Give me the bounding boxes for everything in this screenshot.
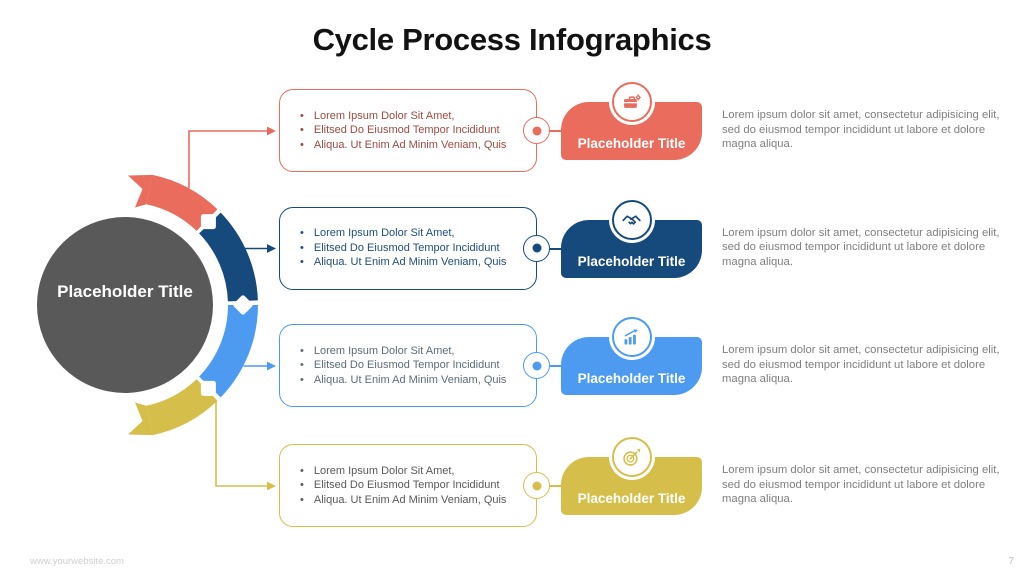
icon-circle xyxy=(608,79,655,125)
bullet-item: Elitsed Do Eiusmod Tempor Incididunt xyxy=(300,241,536,256)
connector-stub xyxy=(550,485,561,487)
step-badge: Placeholder Title xyxy=(561,314,702,395)
bullet-item: Aliqua. Ut Enim Ad Minim Veniam, Quis xyxy=(300,493,536,508)
connector-stub xyxy=(550,247,561,250)
step-badge: Placeholder Title xyxy=(561,434,702,515)
bullet-item: Aliqua. Ut Enim Ad Minim Veniam, Quis xyxy=(300,138,536,153)
connector-stub xyxy=(550,365,561,367)
bullet-box: Lorem Ipsum Dolor Sit Amet, Elitsed Do E… xyxy=(279,444,537,527)
bullet-item: Lorem Ipsum Dolor Sit Amet, xyxy=(300,226,536,241)
footer-website: www.yourwebsite.com xyxy=(30,556,124,567)
junction-diamond xyxy=(200,214,216,230)
arc-step-2 xyxy=(198,212,258,302)
connector-node xyxy=(523,352,550,379)
ribbon-tail-end xyxy=(128,402,153,436)
ribbon-tail-start xyxy=(128,174,153,208)
bullet-text: Aliqua. Ut Enim Ad Minim Veniam, Quis xyxy=(313,256,507,269)
hub-circle xyxy=(37,217,213,393)
icon-ring xyxy=(611,317,652,357)
connector-node xyxy=(523,234,550,262)
handshake-icon xyxy=(622,215,641,225)
badge-title: Placeholder Title xyxy=(577,253,686,269)
junction-diamond xyxy=(233,295,253,315)
bullet-box: Lorem Ipsum Dolor Sit Amet, Elitsed Do E… xyxy=(279,89,537,172)
step-badge: Placeholder Title xyxy=(561,196,702,278)
step-description: Lorem ipsum dolor sit amet, consectetur … xyxy=(722,226,1000,268)
bullet-text: Elitsed Do Eiusmod Tempor Incididunt xyxy=(313,359,500,372)
icon-ring xyxy=(611,199,652,240)
badge-title: Placeholder Title xyxy=(577,491,686,506)
bullet-item: Lorem Ipsum Dolor Sit Amet, xyxy=(300,109,536,124)
connector-line-1 xyxy=(188,130,268,188)
junction-diamond xyxy=(200,380,216,396)
bullet-item: Elitsed Do Eiusmod Tempor Incididunt xyxy=(300,358,536,373)
badge-title: Placeholder Title xyxy=(577,136,686,151)
icon-circle xyxy=(608,196,655,243)
bullet-text: Lorem Ipsum Dolor Sit Amet, xyxy=(313,464,455,477)
bullet-text: Lorem Ipsum Dolor Sit Amet, xyxy=(313,109,455,122)
icon-circle xyxy=(608,434,655,480)
step-description: Lorem ipsum dolor sit amet, consectetur … xyxy=(722,464,1000,506)
connector-arrowhead-3 xyxy=(267,361,276,371)
bullet-item: Elitsed Do Eiusmod Tempor Incididunt xyxy=(300,478,536,493)
growth-chart-icon xyxy=(624,328,639,344)
bullet-text: Aliqua. Ut Enim Ad Minim Veniam, Quis xyxy=(313,138,507,151)
connector-stub xyxy=(550,130,561,132)
icon-ring xyxy=(611,82,652,122)
bullet-text: Elitsed Do Eiusmod Tempor Incididunt xyxy=(313,124,500,137)
bullet-box: Lorem Ipsum Dolor Sit Amet, Elitsed Do E… xyxy=(279,324,537,407)
bullet-box: Lorem Ipsum Dolor Sit Amet, Elitsed Do E… xyxy=(279,206,537,290)
page-number: 7 xyxy=(1008,556,1014,567)
bullet-text: Aliqua. Ut Enim Ad Minim Veniam, Quis xyxy=(313,493,507,506)
connector-line-4 xyxy=(215,401,268,487)
bullet-item: Elitsed Do Eiusmod Tempor Incididunt xyxy=(300,123,536,138)
bullet-text: Elitsed Do Eiusmod Tempor Incididunt xyxy=(313,241,500,254)
connector-node xyxy=(523,117,550,144)
badge-title: Placeholder Title xyxy=(577,371,686,386)
bullet-item: Aliqua. Ut Enim Ad Minim Veniam, Quis xyxy=(300,373,536,388)
target-arrow-icon xyxy=(623,448,641,466)
icon-ring xyxy=(611,437,652,477)
step-description: Lorem ipsum dolor sit amet, consectetur … xyxy=(722,344,1000,386)
bullet-text: Elitsed Do Eiusmod Tempor Incididunt xyxy=(313,479,500,492)
icon-circle xyxy=(608,314,655,360)
step-badge: Placeholder Title xyxy=(561,79,702,160)
arc-step-3 xyxy=(198,304,259,398)
bullet-item: Lorem Ipsum Dolor Sit Amet, xyxy=(300,464,536,479)
bullet-text: Aliqua. Ut Enim Ad Minim Veniam, Quis xyxy=(313,373,507,386)
connector-node xyxy=(523,472,550,499)
step-description: Lorem ipsum dolor sit amet, consectetur … xyxy=(722,109,1000,151)
connector-arrowhead-2 xyxy=(267,244,276,253)
connector-arrowhead-1 xyxy=(267,126,276,136)
hub-title: Placeholder Title xyxy=(57,282,193,301)
bullet-text: Lorem Ipsum Dolor Sit Amet, xyxy=(313,344,455,357)
bullet-item: Lorem Ipsum Dolor Sit Amet, xyxy=(300,344,536,359)
wallet-gear-icon xyxy=(624,93,641,108)
bullet-item: Aliqua. Ut Enim Ad Minim Veniam, Quis xyxy=(300,255,536,270)
slide-title: Cycle Process Infographics xyxy=(312,22,712,57)
connector-arrowhead-4 xyxy=(267,481,276,491)
bullet-text: Lorem Ipsum Dolor Sit Amet, xyxy=(313,227,455,240)
